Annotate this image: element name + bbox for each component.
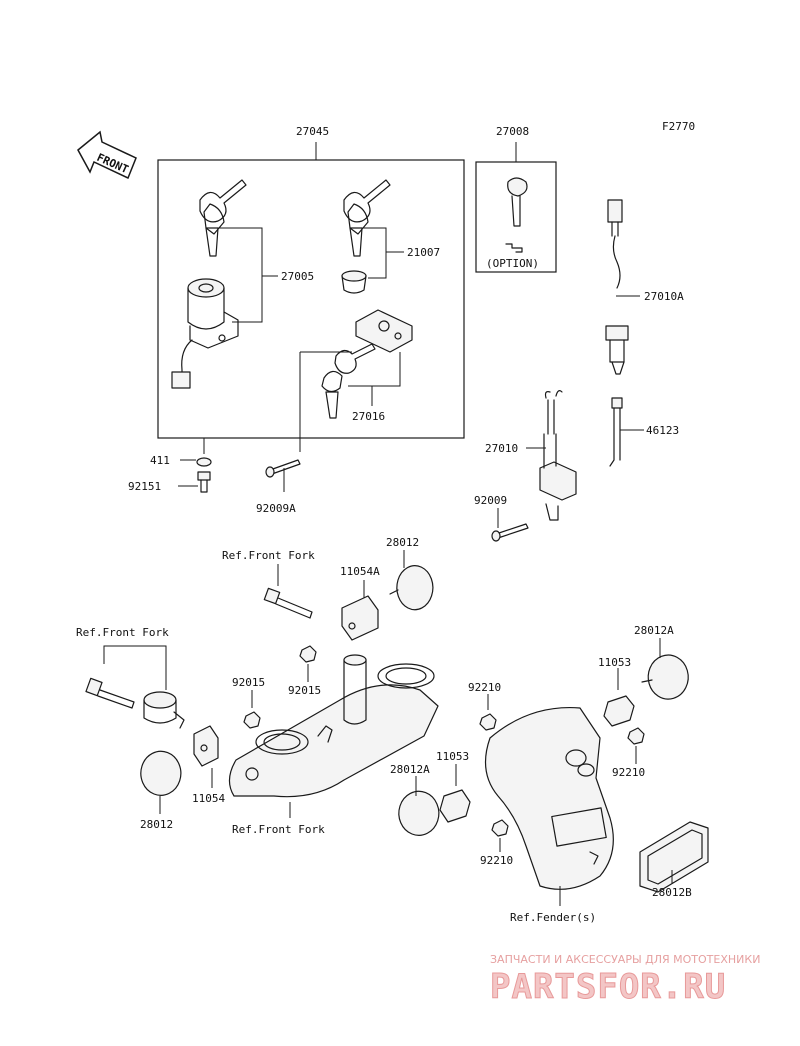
part-number-92009A: 92009A [256,502,296,515]
part-number-27008: 27008 [496,125,529,138]
option-label: (OPTION) [486,257,539,270]
ref-front-fork-top: Ref.Front Fork [222,549,315,562]
pin-46123 [609,397,623,467]
bracket-11053-left [439,789,471,823]
reflector-28012-top [389,565,434,611]
part-number-92151: 92151 [128,480,161,493]
part-number-11054A: 11054A [340,565,380,578]
seat-lock-assembly [321,309,413,419]
bracket-11054A [341,595,379,641]
part-number-92015-left: 92015 [232,676,265,689]
switch-27010 [539,390,577,521]
screw-92009 [491,523,529,542]
watermark-tagline: ЗАПЧАСТИ И АКСЕССУАРЫ ДЛЯ МОТОТЕХНИКИ [490,953,760,966]
part-number-92015-mid: 92015 [288,684,321,697]
part-number-92210-bottom: 92210 [480,854,513,867]
steering-stem-clamp [228,654,439,798]
nut-92210-top [479,713,497,731]
bolt-92151 [197,471,211,493]
switch-27010A [605,199,629,375]
part-number-21007: 21007 [407,246,440,259]
nut-92015-left [243,711,261,729]
ref-fender: Ref.Fender(s) [510,911,596,924]
ignition-kit-box [157,159,465,439]
rear-fender [484,706,614,890]
fork-clamp-left [143,691,185,729]
bracket-11053-right [603,695,635,727]
key-set-left [199,179,247,257]
figure-code: F2770 [662,120,695,133]
part-number-11054: 11054 [192,792,225,805]
part-number-11053-left: 11053 [436,750,469,763]
reflector-28012A-right [641,654,689,700]
part-number-27016: 27016 [352,410,385,423]
reflector-28012-left [140,750,182,796]
pinch-bolt-left [85,677,135,709]
reflector-28012A-left [398,790,440,836]
watermark-brand: PARTSFOR.RU [490,967,726,1007]
key-set-right [343,179,391,257]
ignition-switch [171,278,239,389]
part-number-11053-right: 11053 [598,656,631,669]
part-number-28012A-left: 28012A [390,763,430,776]
ref-front-fork-bottom: Ref.Front Fork [232,823,325,836]
pinch-bolt-top [263,587,313,619]
washer-411 [196,457,212,467]
lock-cylinder-cap [341,270,367,294]
part-number-28012-left: 28012 [140,818,173,831]
part-number-28012B: 28012B [652,886,692,899]
part-number-28012A-right: 28012A [634,624,674,637]
nut-92015-mid [299,645,317,663]
part-number-92009: 92009 [474,494,507,507]
ref-front-fork-left: Ref.Front Fork [76,626,169,639]
part-number-27005: 27005 [281,270,314,283]
part-number-92210-right: 92210 [612,766,645,779]
bracket-11054 [193,725,219,767]
option-key [505,177,528,253]
part-number-27045: 27045 [296,125,329,138]
part-number-27010: 27010 [485,442,518,455]
reflector-28012B [639,821,709,893]
part-number-46123: 46123 [646,424,679,437]
nut-92210-right [627,727,645,745]
screw-92009A [265,459,301,478]
front-arrow-icon: FRONT [77,130,137,180]
part-number-28012-top: 28012 [386,536,419,549]
part-number-92210-top: 92210 [468,681,501,694]
part-number-27010A: 27010A [644,290,684,303]
part-number-411: 411 [150,454,170,467]
nut-92210-bottom [491,819,509,837]
